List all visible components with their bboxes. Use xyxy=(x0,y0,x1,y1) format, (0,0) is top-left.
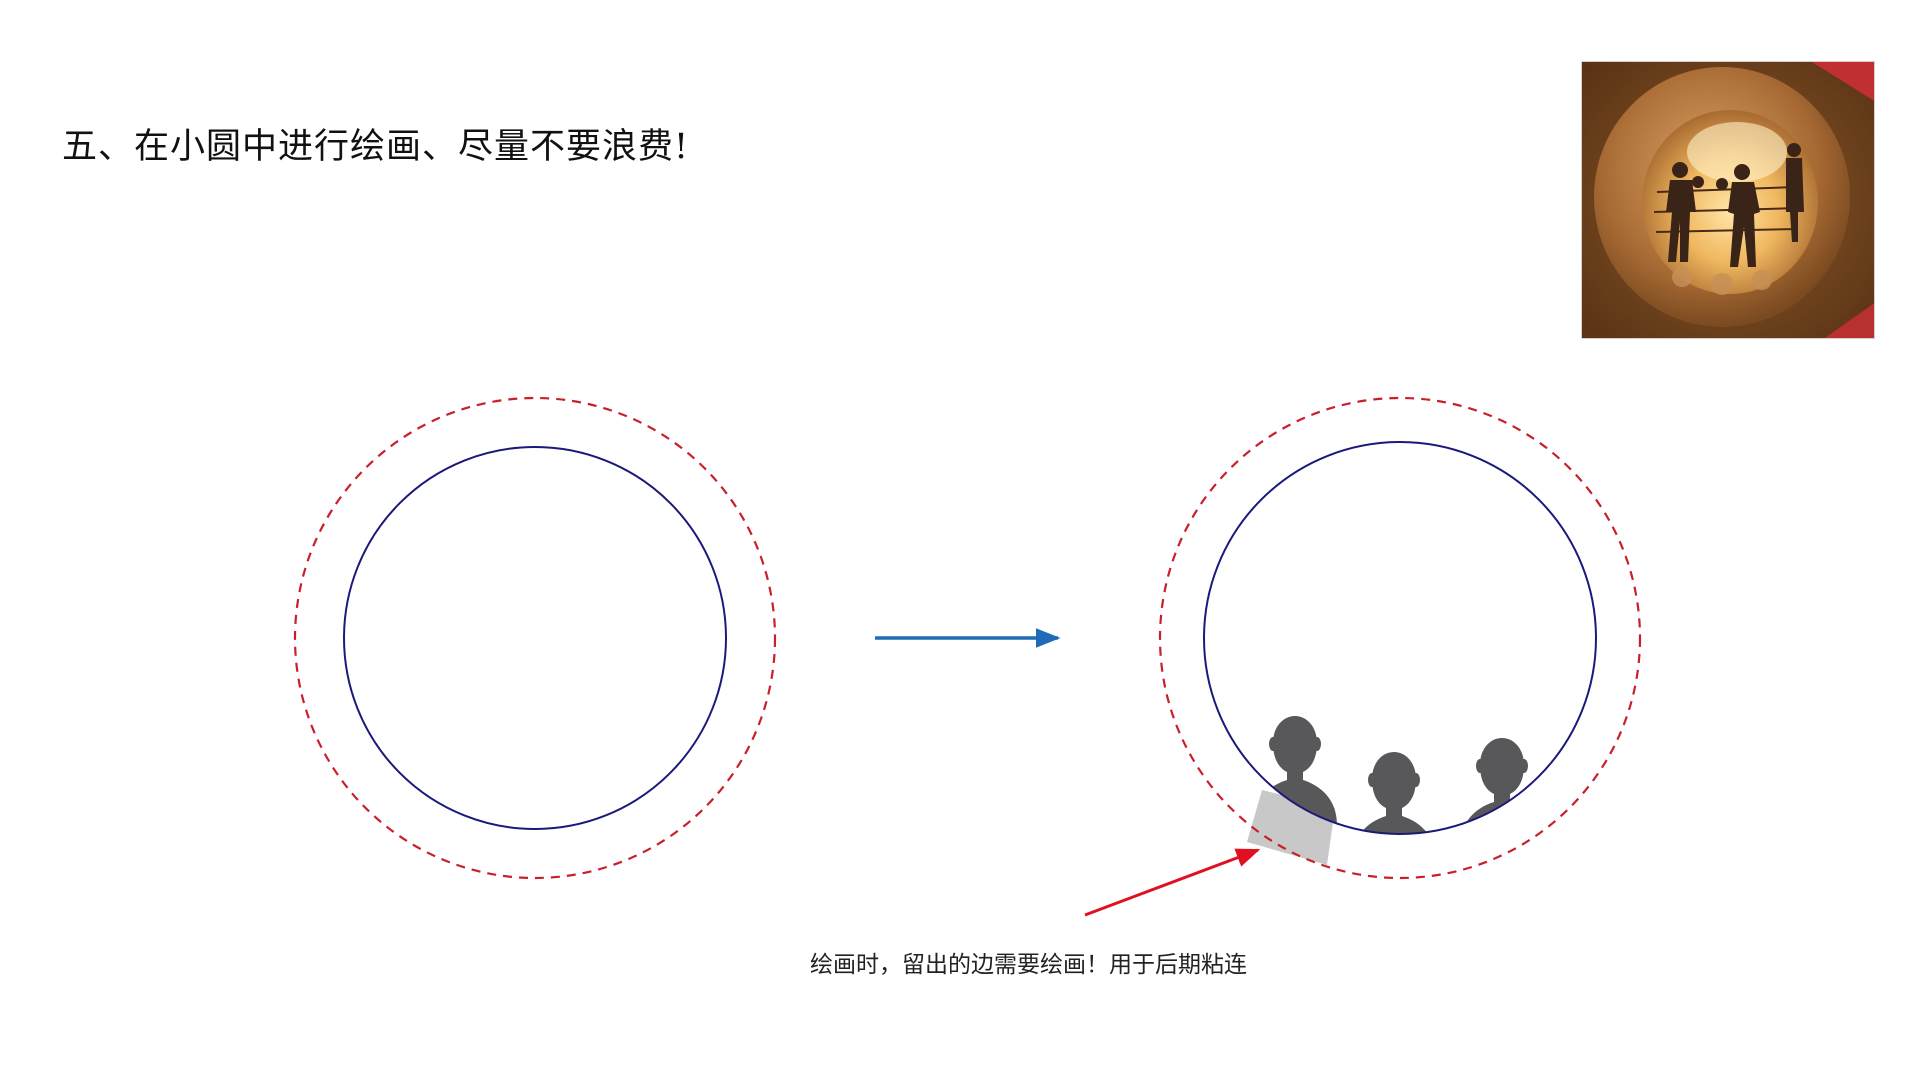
left-outer-dashed-circle xyxy=(293,396,777,880)
pointer-arrow-icon xyxy=(1084,848,1261,917)
left-inner-circle xyxy=(343,446,727,830)
person-silhouette-icon xyxy=(1352,752,1436,834)
right-outer-dashed-circle xyxy=(1158,396,1642,880)
right-inner-circle xyxy=(1203,441,1597,835)
reference-photo xyxy=(1581,61,1875,339)
diagram-caption: 绘画时，留出的边需要绘画！用于后期粘连 xyxy=(810,952,1247,978)
audience-silhouettes xyxy=(1253,716,1544,834)
page-title: 五、在小圆中进行绘画、尽量不要浪费! xyxy=(62,127,690,167)
